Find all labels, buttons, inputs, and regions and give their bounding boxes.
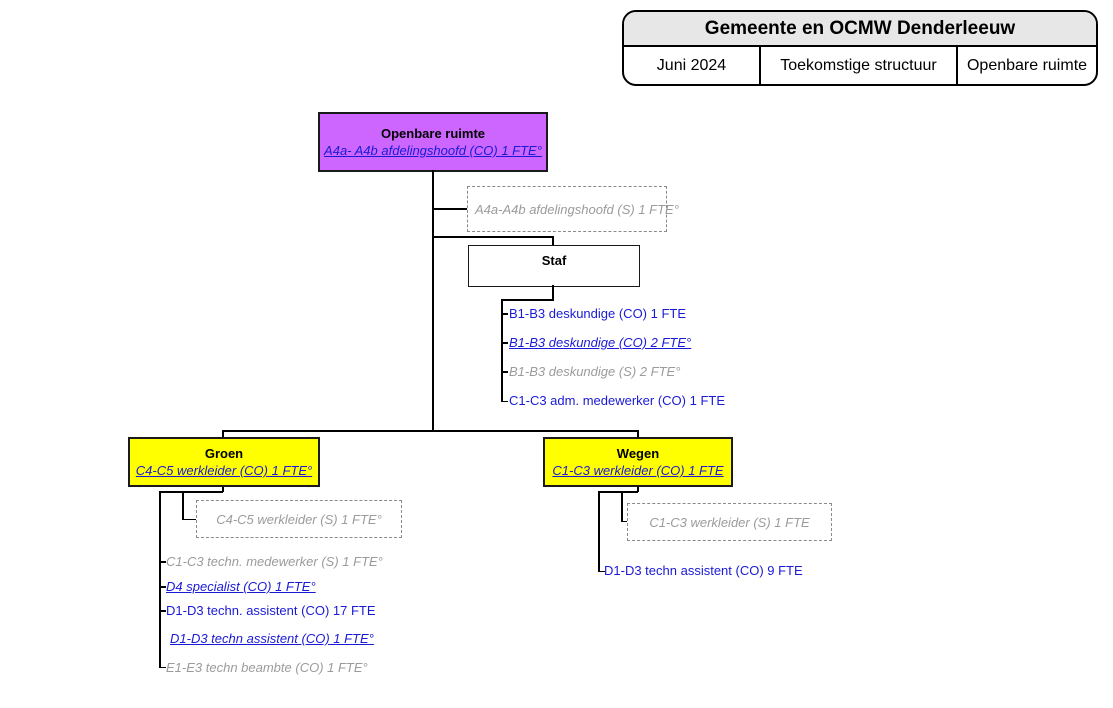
connector-tick xyxy=(501,313,508,315)
groen-item-vacancy: E1-E3 techn beambte (CO) 1 FTE° xyxy=(166,660,368,675)
node-openbare-ruimte-link[interactable]: A4a- A4b afdelingshoofd (CO) 1 FTE° xyxy=(324,143,542,158)
connector-wegen-v xyxy=(637,430,639,437)
connector-tick xyxy=(159,586,166,588)
staf-item-link[interactable]: B1-B3 deskundige (CO) 2 FTE° xyxy=(509,335,692,350)
groen-item-link[interactable]: D4 specialist (CO) 1 FTE° xyxy=(166,579,316,594)
groen-item: D1-D3 techn. assistent (CO) 17 FTE xyxy=(166,603,376,618)
header-cell-date: Juni 2024 xyxy=(624,47,761,84)
connector-wegen-drop xyxy=(637,487,639,492)
connector-staf-elbow xyxy=(501,299,554,301)
node-afdelingshoofd-s: A4a-A4b afdelingshoofd (S) 1 FTE° xyxy=(467,186,679,232)
report-header: Gemeente en OCMW Denderleeuw Juni 2024 T… xyxy=(622,10,1098,86)
node-wegen-title: Wegen xyxy=(616,446,660,461)
node-wegen-werkleider-s: C1-C3 werkleider (S) 1 FTE xyxy=(627,503,832,541)
connector-staf-list-trunk xyxy=(501,299,503,402)
node-openbare-ruimte-title: Openbare ruimte xyxy=(380,126,486,141)
report-title: Gemeente en OCMW Denderleeuw xyxy=(624,12,1096,47)
connector-tick xyxy=(159,561,166,563)
report-header-row: Juni 2024 Toekomstige structuur Openbare… xyxy=(624,47,1096,84)
groen-item-link[interactable]: D1-D3 techn assistent (CO) 1 FTE° xyxy=(170,631,374,646)
connector-tick xyxy=(159,666,166,668)
node-staf-title: Staf xyxy=(541,253,567,268)
connector-wegen-dashed-h xyxy=(621,520,627,522)
connector-staf-v xyxy=(552,236,554,246)
connector-root-trunk xyxy=(432,170,434,431)
connector-afdelingshoofd-s xyxy=(433,208,468,210)
connector-groen-dashed-v xyxy=(182,491,184,520)
connector-groen-dashed-h xyxy=(182,518,196,520)
groen-item-vacancy: C1-C3 techn. medewerker (S) 1 FTE° xyxy=(166,554,383,569)
staf-item-vacancy: B1-B3 deskundige (S) 2 FTE° xyxy=(509,364,681,379)
node-wegen-link[interactable]: C1-C3 werkleider (CO) 1 FTE xyxy=(552,463,724,478)
connector-teams-h xyxy=(222,430,639,432)
connector-tick xyxy=(501,400,508,402)
connector-wegen-list-trunk xyxy=(598,491,600,572)
connector-staf-drop xyxy=(552,285,554,300)
header-cell-structure: Toekomstige structuur xyxy=(761,47,958,84)
staf-item: C1-C3 adm. medewerker (CO) 1 FTE xyxy=(509,393,725,408)
connector-wegen-dashed-v xyxy=(621,491,623,522)
connector-staf-h xyxy=(433,236,554,238)
connector-tick xyxy=(501,371,508,373)
node-staf: Staf xyxy=(468,245,640,287)
connector-tick xyxy=(598,570,605,572)
connector-wegen-elbow xyxy=(598,491,638,493)
connector-groen-list-trunk xyxy=(159,491,161,668)
connector-groen-v xyxy=(222,430,224,437)
connector-groen-elbow xyxy=(159,491,223,493)
header-cell-department: Openbare ruimte xyxy=(966,56,1088,74)
connector-tick xyxy=(501,342,508,344)
wegen-item: D1-D3 techn assistent (CO) 9 FTE xyxy=(604,563,803,578)
node-wegen: Wegen C1-C3 werkleider (CO) 1 FTE xyxy=(543,437,733,487)
node-groen-link[interactable]: C4-C5 werkleider (CO) 1 FTE° xyxy=(135,463,313,478)
connector-tick xyxy=(159,610,166,612)
node-groen-werkleider-s: C4-C5 werkleider (S) 1 FTE° xyxy=(196,500,402,538)
node-groen: Groen C4-C5 werkleider (CO) 1 FTE° xyxy=(128,437,320,487)
node-groen-title: Groen xyxy=(204,446,244,461)
connector-groen-drop xyxy=(222,487,224,492)
node-openbare-ruimte: Openbare ruimte A4a- A4b afdelingshoofd … xyxy=(318,112,548,172)
staf-item: B1-B3 deskundige (CO) 1 FTE xyxy=(509,306,687,321)
